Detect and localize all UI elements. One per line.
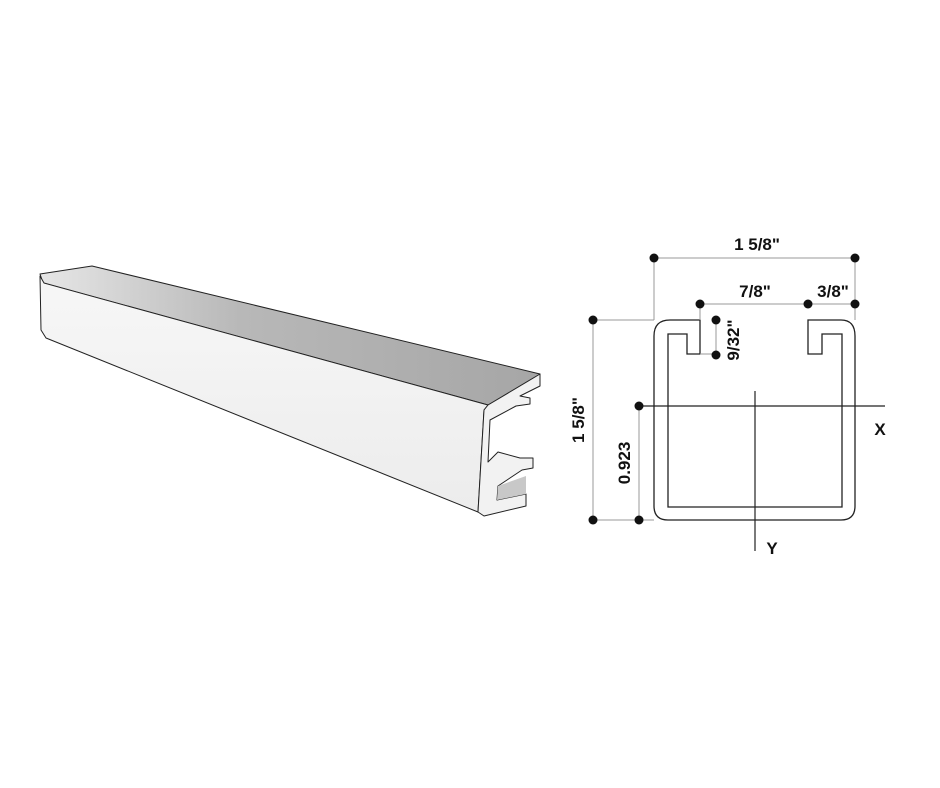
channel-inner-shadow — [497, 476, 526, 500]
overall-height-label: 1 5/8" — [569, 397, 588, 443]
x-axis-label: X — [874, 420, 886, 439]
overall-width-label: 1 5/8" — [734, 235, 780, 254]
section-outer-outline — [653, 319, 856, 521]
channel-3d-view — [39, 265, 541, 517]
centroid-axes — [639, 391, 885, 551]
centroid-height-label: 0.923 — [615, 442, 634, 485]
cross-section — [653, 319, 856, 521]
slot-spacing-label: 7/8" — [739, 282, 771, 301]
y-axis-label: Y — [766, 539, 778, 558]
lip-depth-label: 9/32" — [724, 319, 743, 360]
dimension-dots — [588, 253, 860, 525]
lip-width-label: 3/8" — [817, 282, 849, 301]
channel-open-end — [477, 373, 541, 517]
